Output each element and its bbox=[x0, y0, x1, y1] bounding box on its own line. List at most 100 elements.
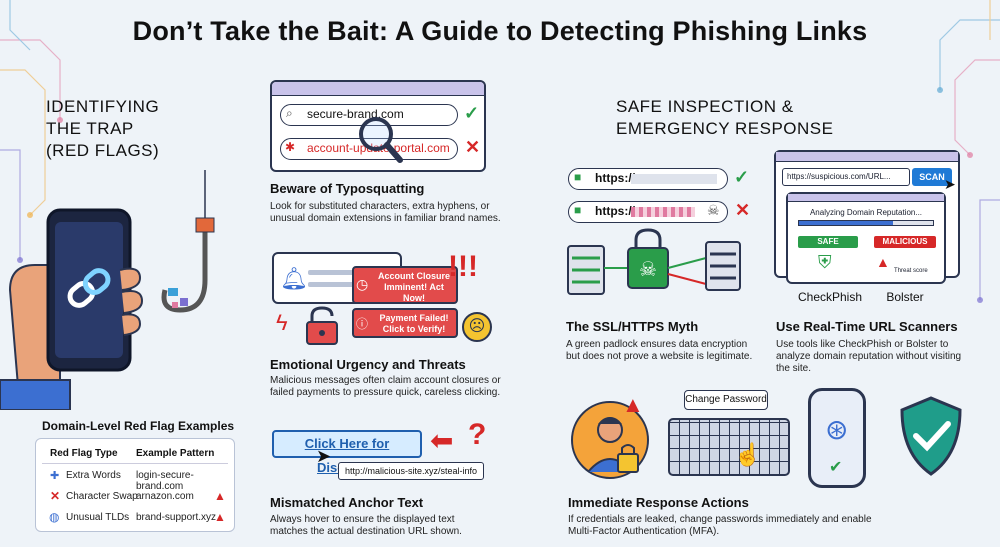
red-flag-table: Red Flag Type Example Pattern ✚ Extra Wo… bbox=[35, 438, 235, 532]
safe-badge: SAFE bbox=[798, 236, 858, 248]
typosquat-browser: secure-brand.com ⌕ ✓ account-update-port… bbox=[270, 80, 486, 172]
redacted-block bbox=[631, 174, 717, 184]
right-heading-line: EMERGENCY RESPONSE bbox=[616, 119, 834, 138]
alert-payment-text: Payment Failed! Click to Verify! bbox=[379, 313, 449, 334]
left-section-heading: IDENTIFYING THE TRAP (RED FLAGS) bbox=[46, 96, 206, 162]
row-type: Character Swap bbox=[66, 491, 138, 502]
table-row: ✕ Character Swap arnazon.com ▲ bbox=[36, 489, 236, 508]
cross-icon: ✕ bbox=[465, 137, 481, 157]
row-type: Unusual TLDs bbox=[66, 512, 130, 523]
ssl-heading: The SSL/HTTPS Myth bbox=[566, 319, 699, 334]
response-body: If credentials are leaked, change passwo… bbox=[568, 514, 872, 537]
scan-button[interactable]: SCAN bbox=[912, 168, 952, 186]
cross-icon: ✕ bbox=[50, 489, 61, 503]
row-pattern: arnazon.com bbox=[136, 491, 194, 502]
fingerprint-icon: ⊛ bbox=[825, 414, 849, 445]
response-heading: Immediate Response Actions bbox=[568, 495, 749, 510]
brand-bolster: Bolster bbox=[886, 290, 924, 304]
left-heading-line: IDENTIFYING bbox=[46, 97, 160, 116]
page-title: Don’t Take the Bait: A Guide to Detectin… bbox=[132, 16, 868, 46]
keyboard-illustration bbox=[668, 418, 790, 476]
row-pattern: login-secure-brand.com bbox=[136, 470, 194, 492]
broken-link-icon bbox=[67, 268, 111, 308]
urgency-heading: Emotional Urgency and Threats bbox=[270, 357, 466, 372]
scanner-titlebar bbox=[776, 152, 958, 162]
warning-icon: ⓘ bbox=[356, 317, 369, 331]
ssl-url-1-text: https:// bbox=[595, 171, 635, 185]
warning-icon: ▲ bbox=[876, 254, 890, 270]
ssl-url-2: https:// ☠ bbox=[568, 201, 728, 223]
left-arrow-icon: ⬅ bbox=[430, 425, 454, 456]
worried-face-icon: ☹ bbox=[462, 312, 492, 342]
shield-check-icon: ⛨ bbox=[818, 252, 832, 272]
anchor-heading: Mismatched Anchor Text bbox=[270, 495, 424, 510]
right-section-heading: SAFE INSPECTION & EMERGENCY RESPONSE bbox=[616, 96, 856, 140]
hand-phone-illustration bbox=[0, 170, 215, 410]
threat-score-label: Threat score bbox=[894, 268, 928, 274]
skull-icon: ☠ bbox=[707, 202, 720, 218]
warning-icon: ▲ bbox=[214, 510, 226, 524]
row-pattern: brand-support.xyz bbox=[136, 512, 217, 523]
svg-text:☠: ☠ bbox=[639, 257, 657, 281]
exclamation-icon: !!! bbox=[448, 250, 478, 283]
row-type: Extra Words bbox=[66, 470, 121, 481]
scanner-results: Analyzing Domain Reputation... SAFE MALI… bbox=[786, 192, 946, 284]
ssl-url-2-text: https:// bbox=[595, 204, 635, 218]
message-line bbox=[308, 282, 368, 287]
table-row: ✚ Extra Words login-secure-brand.com bbox=[36, 469, 236, 492]
shield-check-icon bbox=[900, 396, 962, 476]
message-line bbox=[308, 270, 388, 275]
question-icon: ? bbox=[468, 418, 487, 451]
redacted-block bbox=[631, 207, 695, 217]
user-alert-illustration bbox=[571, 401, 649, 479]
table-header-pattern: Example Pattern bbox=[136, 448, 215, 459]
table-divider bbox=[42, 463, 228, 464]
search-icon: ⌕ bbox=[286, 106, 293, 120]
lock-icon: ■ bbox=[574, 170, 582, 184]
warning-icon: ▲ bbox=[214, 489, 226, 503]
change-password-button[interactable]: Change Password bbox=[684, 390, 768, 410]
left-heading-line: THE TRAP bbox=[46, 119, 134, 138]
anchor-body: Always hover to ensure the displayed tex… bbox=[270, 514, 462, 537]
alert-closure-text: Account Closure Imminent! Act Now! bbox=[377, 271, 450, 303]
scanner-body: Use tools like CheckPhish or Bolster to … bbox=[776, 339, 962, 374]
lock-icon: ■ bbox=[574, 203, 582, 217]
check-icon: ✓ bbox=[734, 167, 750, 187]
cross-icon: ✕ bbox=[735, 200, 751, 220]
ssl-url-1: https:// bbox=[568, 168, 728, 190]
urgency-body: Malicious messages often claim account c… bbox=[270, 375, 501, 398]
bell-icon: 🔔︎ bbox=[280, 266, 308, 291]
right-heading-line: SAFE INSPECTION & bbox=[616, 97, 794, 116]
scan-progress-bar bbox=[798, 220, 934, 226]
lightning-icon: ϟ bbox=[276, 310, 288, 335]
cursor-icon: ➤ bbox=[944, 176, 956, 192]
scanner-heading: Use Real-Time URL Scanners bbox=[776, 319, 958, 334]
left-heading-line: (RED FLAGS) bbox=[46, 141, 160, 160]
brand-checkphish: CheckPhish bbox=[797, 290, 863, 304]
discount-link[interactable]: Click Here for Discount! bbox=[272, 430, 422, 475]
ssl-network-illustration: ☠ bbox=[567, 228, 741, 295]
malicious-badge: MALICIOUS bbox=[874, 236, 936, 248]
scanner-url-input[interactable]: https://suspicious.com/URL... bbox=[782, 168, 910, 186]
alert-payment-failed: Payment Failed! Click to Verify! bbox=[352, 308, 458, 338]
destination-tooltip: http://malicious-site.xyz/steal-info bbox=[338, 462, 485, 480]
warning-icon: ▲ bbox=[622, 392, 644, 417]
typosquat-body: Look for substituted characters, extra h… bbox=[270, 201, 501, 224]
clock-icon: ◷ bbox=[356, 276, 369, 292]
scan-status: Analyzing Domain Reputation... bbox=[809, 208, 923, 217]
mfa-phone: ⊛ ✔ bbox=[808, 388, 866, 488]
bug-icon: ✱ bbox=[285, 140, 296, 154]
scan-progress-fill bbox=[799, 221, 893, 225]
scanner-url-text: https://suspicious.com/URL... bbox=[787, 172, 891, 181]
globe-icon: ◍ bbox=[49, 510, 60, 524]
alert-account-closure: Account Closure Imminent! Act Now! bbox=[352, 266, 458, 304]
table-row: ◍ Unusual TLDs brand-support.xyz ▲ bbox=[36, 510, 236, 529]
table-header-type: Red Flag Type bbox=[50, 448, 118, 459]
check-icon: ✓ bbox=[464, 103, 480, 123]
browser-titlebar bbox=[272, 82, 484, 96]
pointing-hand-icon: ☝ bbox=[734, 442, 762, 467]
table-title: Domain-Level Red Flag Examples bbox=[42, 419, 235, 433]
padlock-broken-icon bbox=[306, 306, 338, 345]
scanner-results-titlebar bbox=[788, 194, 944, 202]
